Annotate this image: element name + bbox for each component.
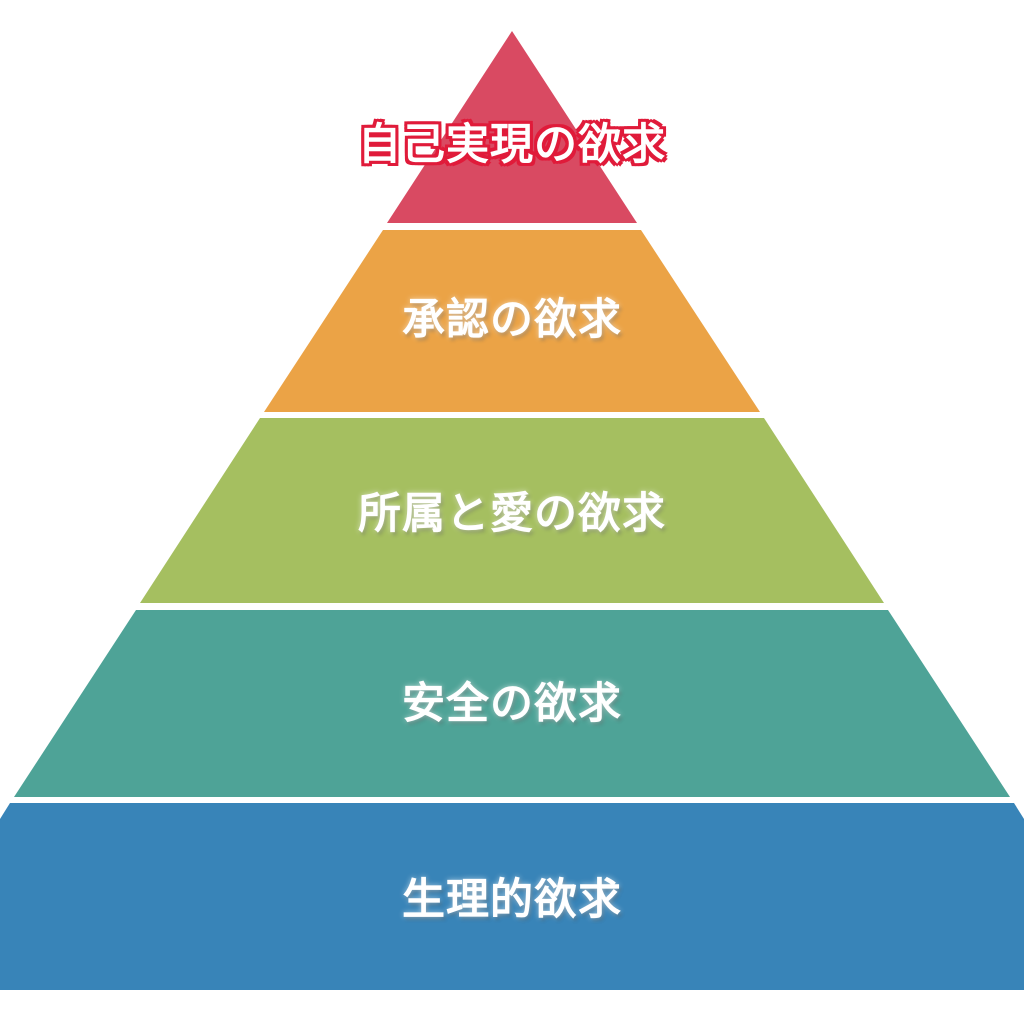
tier-shape-self-actualization [387,31,637,223]
tier-shape-esteem [264,230,760,412]
tier-shape-safety [14,610,1010,797]
tier-shape-love-belonging [140,418,884,603]
tier-shape-physiological [0,803,1024,990]
